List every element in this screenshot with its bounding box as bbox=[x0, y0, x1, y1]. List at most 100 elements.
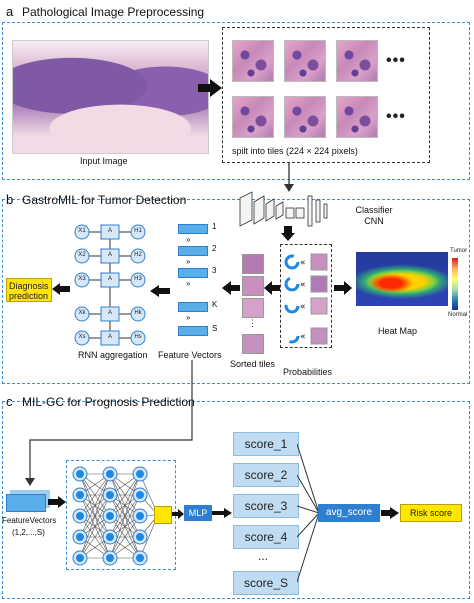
panel-b-title: GastroMIL for Tumor Detection bbox=[22, 193, 187, 207]
legend-normal-label: Normal bbox=[448, 312, 468, 318]
arrow-to-rnn bbox=[150, 285, 170, 297]
nn-node-core bbox=[136, 491, 144, 499]
score-converging-lines bbox=[297, 443, 320, 583]
panel-c-title: MIL-GC for Prognosis Prediction bbox=[22, 395, 195, 409]
arrow-to-heatmap bbox=[334, 281, 352, 295]
input-image-label: Input Image bbox=[80, 156, 128, 166]
arrow-down-to-cnn bbox=[284, 163, 294, 192]
tile bbox=[284, 40, 326, 82]
arrow-to-features bbox=[222, 281, 240, 295]
score-box: score_4 bbox=[233, 525, 299, 549]
arrow-to-risk bbox=[381, 507, 399, 519]
nn-node-core bbox=[106, 491, 114, 499]
rnn-hidden-node: Hk bbox=[134, 310, 142, 316]
tile bbox=[232, 40, 274, 82]
svg-text:«: « bbox=[300, 258, 306, 268]
feature-index: 1 bbox=[212, 222, 217, 231]
panel-a-title: Pathological Image Preprocessing bbox=[22, 5, 205, 19]
nn-node-core bbox=[136, 512, 144, 520]
rnn-aggregation-label: RNN aggregation bbox=[78, 350, 148, 360]
svg-text:«: « bbox=[300, 280, 306, 290]
rnn-cell: A bbox=[107, 334, 112, 340]
rnn-input-node: X3 bbox=[78, 276, 86, 282]
nn-node-core bbox=[76, 470, 84, 478]
nn-node-core bbox=[106, 470, 114, 478]
rnn-hidden-node: H1 bbox=[134, 228, 142, 234]
feature-index: S bbox=[212, 324, 218, 333]
nn-edge bbox=[79, 473, 111, 559]
feature-vectors-column: » » » » bbox=[174, 222, 218, 352]
nn-node-core bbox=[76, 512, 84, 520]
nn-edge bbox=[79, 473, 111, 517]
connector-to-panel-c bbox=[25, 360, 193, 486]
nn-node-core bbox=[76, 554, 84, 562]
avg-score-box: avg_score bbox=[318, 504, 380, 522]
tile bbox=[284, 96, 326, 138]
score-box: score_3 bbox=[233, 494, 299, 518]
nn-edge bbox=[109, 473, 141, 538]
feature-index: K bbox=[212, 300, 218, 309]
feature-vectors-label-c: FeatureVectors bbox=[2, 516, 57, 525]
rnn-input-node: X1 bbox=[78, 228, 86, 234]
panel-a bbox=[2, 22, 470, 180]
diagnosis-prediction-box: Diagnosis prediction bbox=[6, 278, 52, 302]
panel-a-letter: a bbox=[6, 4, 14, 19]
arrow-to-sorted bbox=[264, 281, 280, 295]
score-box: score_2 bbox=[233, 463, 299, 487]
feature-vectors-label: Feature Vectors bbox=[158, 350, 222, 360]
heat-map-label: Heat Map bbox=[378, 326, 418, 336]
rnn-input-node: Xs bbox=[78, 334, 86, 340]
nn-node-core bbox=[106, 533, 114, 541]
nn-edge bbox=[109, 515, 141, 559]
feature-index: 2 bbox=[212, 244, 217, 253]
tiles-label: spilt into tiles (224 × 224 pixels) bbox=[232, 146, 358, 156]
rnn-input-node: X2 bbox=[78, 252, 86, 258]
probabilities-label: Probabilities bbox=[283, 367, 333, 377]
nn-node-core bbox=[106, 512, 114, 520]
heat-map-image bbox=[356, 252, 448, 306]
feature-index: 3 bbox=[212, 266, 217, 275]
nn-edge bbox=[79, 494, 111, 559]
feature-range-label: (1,2,...,S) bbox=[12, 528, 45, 537]
nn-edge bbox=[109, 473, 141, 517]
rnn-cell: A bbox=[107, 310, 112, 316]
input-histology-image bbox=[12, 40, 209, 154]
feature-vectors-block bbox=[6, 494, 46, 512]
sorted-tiles-label: Sorted tiles bbox=[230, 359, 276, 369]
rnn-cell: A bbox=[107, 276, 112, 282]
panel-b bbox=[2, 199, 470, 384]
score-box: score_S bbox=[233, 571, 299, 595]
legend-tumor-label: Tumor bbox=[450, 248, 468, 254]
rnn-hidden-node: H2 bbox=[134, 252, 142, 258]
panel-b-letter: b bbox=[6, 192, 14, 207]
probabilities-box bbox=[280, 244, 332, 348]
nn-edge bbox=[109, 494, 141, 559]
arrow-to-mlp bbox=[172, 509, 184, 519]
nn-node-core bbox=[106, 554, 114, 562]
arrow-cnn-down bbox=[281, 226, 295, 241]
panel-c-letter: c bbox=[6, 394, 13, 409]
rnn-hidden-node: Hs bbox=[134, 334, 142, 340]
panel-c bbox=[2, 401, 470, 599]
arrow-to-network bbox=[48, 496, 66, 508]
score-box: score_1 bbox=[233, 432, 299, 456]
neural-network bbox=[72, 466, 159, 566]
nn-node-core bbox=[76, 533, 84, 541]
nn-node-core bbox=[136, 470, 144, 478]
heatmap-colorbar bbox=[452, 258, 458, 310]
rnn-cell: A bbox=[107, 252, 112, 258]
tiles-ellipsis: ••• bbox=[386, 52, 406, 69]
arrow-to-scores bbox=[212, 508, 232, 518]
nn-edge bbox=[109, 473, 141, 559]
nn-node-core bbox=[136, 533, 144, 541]
nn-node-core bbox=[136, 554, 144, 562]
rnn-hidden-node: H3 bbox=[134, 276, 142, 282]
nn-node-core bbox=[76, 491, 84, 499]
risk-score-box: Risk score bbox=[400, 504, 462, 522]
classifier-cnn-label: Classifier CNN bbox=[355, 205, 393, 226]
rnn-input-node: Xk bbox=[78, 310, 86, 316]
svg-text:⋮: ⋮ bbox=[106, 293, 114, 302]
arrow-to-tiles bbox=[198, 79, 222, 97]
nn-edge bbox=[79, 515, 111, 559]
tiles-dashed-box bbox=[222, 27, 430, 163]
